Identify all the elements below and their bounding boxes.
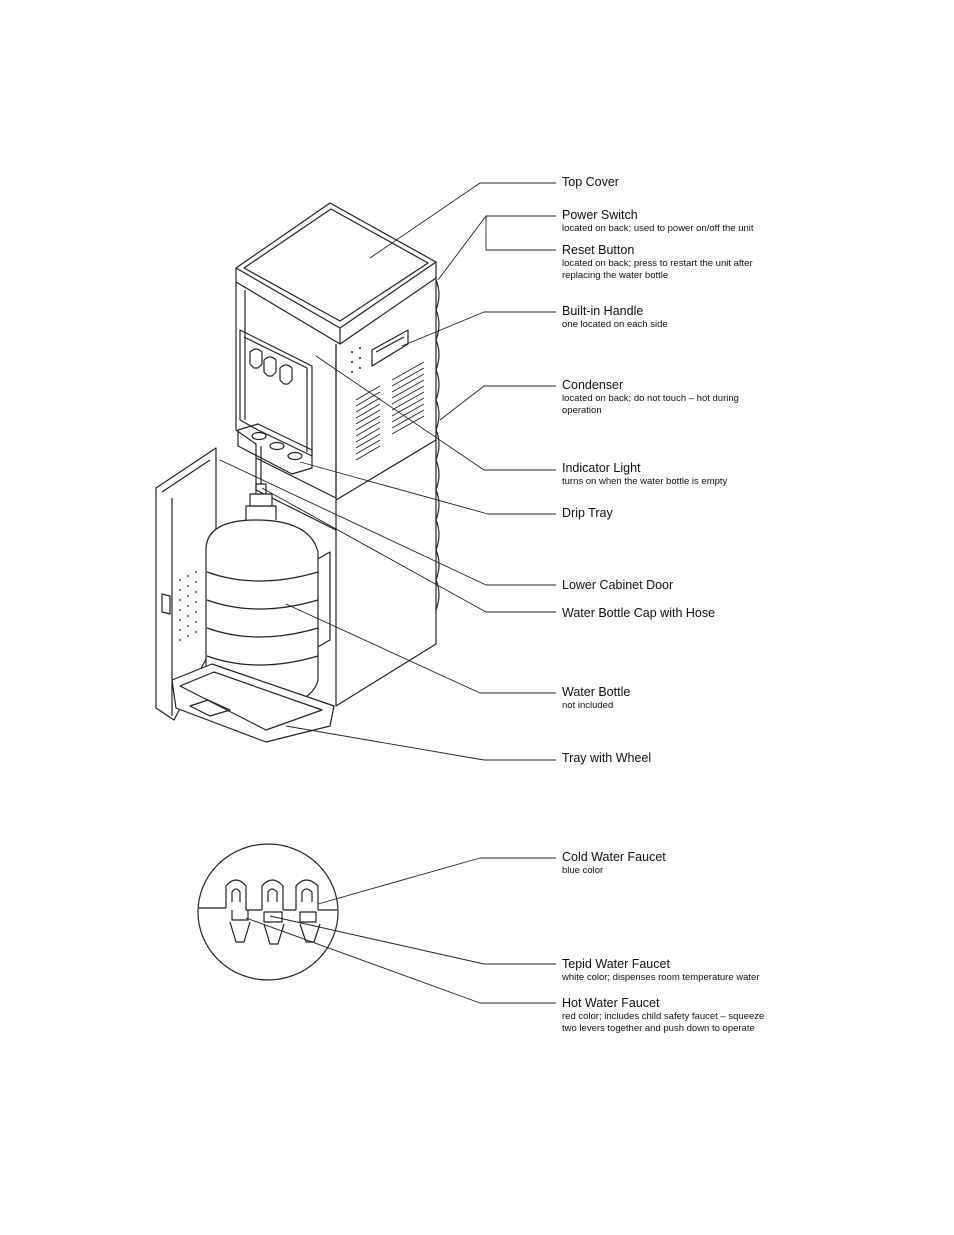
condenser-desc: located on back; do not touch – hot duri… <box>562 393 739 404</box>
reset-button-desc: located on back; press to restart the un… <box>562 258 753 269</box>
condenser-desc-2: operation <box>562 405 602 416</box>
hot-faucet-desc: red color; includes child safety faucet … <box>562 1011 765 1022</box>
cold-faucet-desc: blue color <box>562 865 604 876</box>
label-water-bottle-cap: Water Bottle Cap with Hose <box>562 606 952 621</box>
drip-tray-title: Drip Tray <box>562 506 613 520</box>
bottle-cap <box>249 493 273 507</box>
label-cold-faucet: Cold Water Faucet blue color <box>562 850 952 877</box>
reset-button-desc-2: replacing the water bottle <box>562 270 669 281</box>
water-bottle-shape <box>205 446 319 707</box>
condenser-vents <box>355 361 425 461</box>
upper-cabinet <box>235 202 437 501</box>
top-cover <box>235 202 437 329</box>
label-lower-cabinet-door: Lower Cabinet Door <box>562 578 952 593</box>
power-switch-desc: located on back; used to power on/off th… <box>562 223 754 234</box>
power-switch-title: Power Switch <box>562 208 638 222</box>
condenser-title: Condenser <box>562 378 624 392</box>
handle-shape <box>371 329 409 367</box>
tepid-faucet-desc: white color; dispenses room temperature … <box>562 972 760 983</box>
tray-with-wheel-shape <box>171 663 335 743</box>
tray-with-wheel-title: Tray with Wheel <box>562 751 652 765</box>
label-hot-faucet: Hot Water Faucet red color; includes chi… <box>562 996 952 1035</box>
cold-faucet-title: Cold Water Faucet <box>562 850 666 864</box>
water-bottle-title: Water Bottle <box>562 685 631 699</box>
label-reset-button: Reset Button located on back; press to r… <box>562 243 952 282</box>
faucet-2 <box>263 356 277 377</box>
reset-button-title: Reset Button <box>562 243 635 257</box>
water-bottle-desc: not included <box>562 700 614 711</box>
hot-faucet-desc-2: two levers together and push down to ope… <box>562 1023 755 1034</box>
tepid-faucet-title: Tepid Water Faucet <box>562 957 670 971</box>
leader-lines <box>219 182 556 761</box>
water-bottle-cap-title: Water Bottle Cap with Hose <box>562 606 716 620</box>
indicator-light-title: Indicator Light <box>562 461 641 475</box>
faucet-1 <box>249 348 263 369</box>
lower-cabinet-door-title: Lower Cabinet Door <box>562 578 674 592</box>
label-tepid-faucet: Tepid Water Faucet white color; dispense… <box>562 957 952 984</box>
indicator-light-desc: turns on when the water bottle is empty <box>562 476 728 487</box>
label-power-switch: Power Switch located on back; used to po… <box>562 208 952 235</box>
label-built-in-handle: Built-in Handle one located on each side <box>562 304 952 331</box>
faucet-3 <box>279 364 293 385</box>
label-drip-tray: Drip Tray <box>562 506 952 521</box>
hot-faucet-title: Hot Water Faucet <box>562 996 660 1010</box>
label-condenser: Condenser located on back; do not touch … <box>562 378 952 417</box>
label-tray-with-wheel: Tray with Wheel <box>562 751 952 766</box>
drip-tray-shape <box>237 423 313 475</box>
built-in-handle-title: Built-in Handle <box>562 304 644 318</box>
label-top-cover: Top Cover <box>562 175 952 190</box>
label-water-bottle: Water Bottle not included <box>562 685 952 712</box>
built-in-handle-desc: one located on each side <box>562 319 668 330</box>
top-cover-title: Top Cover <box>562 175 619 189</box>
label-indicator-light: Indicator Light turns on when the water … <box>562 461 952 488</box>
faucet-detail <box>197 843 339 981</box>
